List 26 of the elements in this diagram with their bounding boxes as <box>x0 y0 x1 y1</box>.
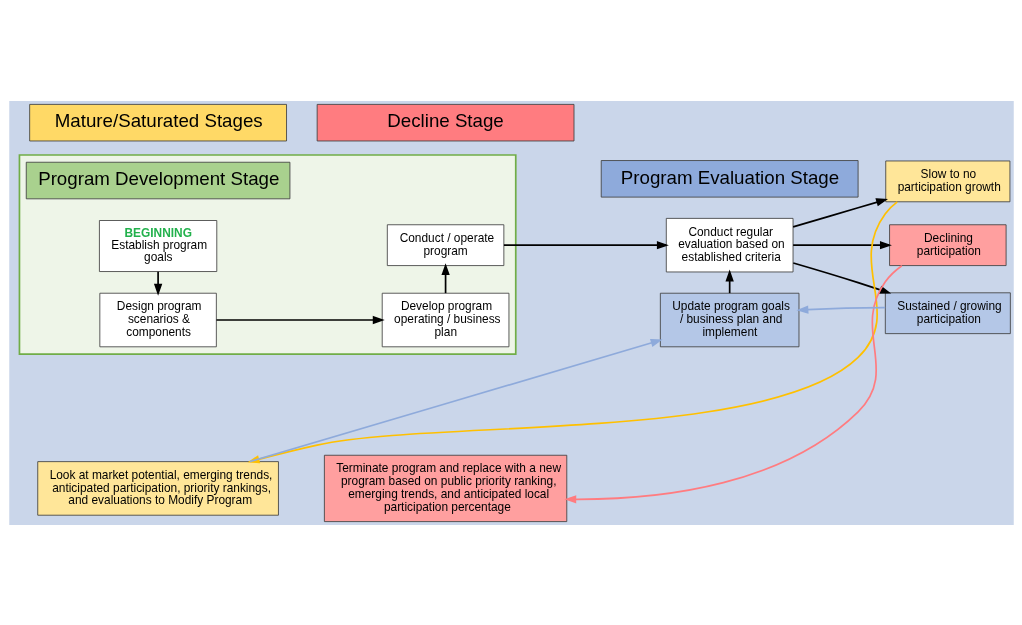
node-box: Program Evaluation Stage <box>600 159 859 198</box>
arrow <box>440 262 450 294</box>
node-box: Slow to no participation growth <box>884 160 1010 202</box>
arrow <box>502 240 669 249</box>
node-box: Decline Stage <box>316 103 574 141</box>
node-box: Program Development Stage <box>25 161 290 199</box>
node-box: Conduct / operate program <box>386 223 504 266</box>
arrow <box>153 270 162 296</box>
node-box: Declining participation <box>888 223 1007 266</box>
node-box: Sustained / growing participation <box>884 291 1011 334</box>
node-box: Terminate program and replace with a new program based on public priority ranking, emerging trends, and anticipated local participation percentage <box>323 454 567 522</box>
arrow <box>563 264 903 504</box>
arrow <box>725 269 734 294</box>
arrow <box>791 197 888 228</box>
arrow <box>215 315 385 324</box>
arrow <box>791 261 891 294</box>
arrow <box>795 304 886 314</box>
node-box: Conduct regular evaluation based on established criteria <box>665 217 793 272</box>
node-box: Update program goals / business plan and implement <box>659 292 799 347</box>
node-box: BEGINNING Establish program goals <box>98 219 217 272</box>
arrow <box>791 240 892 249</box>
cluster <box>18 153 517 355</box>
node-box: Look at market potential, emerging trends, anticipated participation, priority rankings, and evaluations to Modify Program <box>36 460 279 516</box>
node-box: Design program scenarios & components <box>98 292 217 347</box>
node-box: Mature/Saturated Stages <box>28 103 287 141</box>
node-box: Develop program operating / business plan <box>381 292 509 347</box>
